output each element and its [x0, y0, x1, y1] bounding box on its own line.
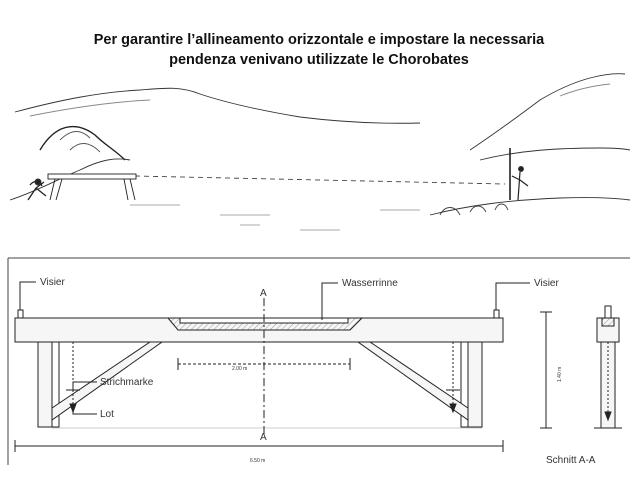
- label-lot: Lot: [100, 409, 114, 420]
- reeds-right: [439, 203, 509, 216]
- mountain-left: [14, 87, 421, 124]
- caption-line-2: pendenza venivano utilizzate le Chorobat…: [169, 52, 469, 68]
- shore-right: [429, 197, 631, 216]
- label-dim-total: 6.50 m: [250, 458, 265, 464]
- brace-right: [356, 341, 469, 421]
- mountain-left-shade: [29, 99, 151, 117]
- landscape-sketch: [9, 73, 631, 231]
- leg-right-inner: [460, 341, 469, 428]
- leg-right: [467, 341, 483, 428]
- leg-left: [37, 341, 53, 428]
- hill-right: [479, 147, 631, 161]
- staff-holder-figure: [511, 171, 529, 201]
- label-section-a-bottom: A: [260, 432, 267, 443]
- section-visier: [604, 305, 612, 319]
- plumb-bob-right: [449, 403, 457, 414]
- leader-strichmarke: [72, 381, 97, 390]
- chorobates-field-top: [47, 173, 137, 180]
- visier-left-post: [17, 309, 24, 319]
- rocks-left-2: [59, 131, 101, 153]
- label-visier-left: Visier: [40, 277, 65, 288]
- label-section-a-top: A: [260, 288, 267, 299]
- rocks-left: [39, 125, 126, 161]
- visier-right-post: [493, 309, 500, 319]
- label-strichmarke: Strichmarke: [100, 377, 154, 388]
- section-channel: [601, 317, 615, 327]
- leader-visier-right: [495, 282, 530, 310]
- mountain-right-ridge: [559, 83, 611, 97]
- leader-visier-left: [19, 281, 36, 310]
- label-dim-height: 1.40 m: [557, 367, 563, 382]
- sight-line: [134, 175, 506, 185]
- brace-left: [51, 341, 164, 421]
- label-wasserrinne: Wasserrinne: [342, 278, 398, 289]
- water-strokes: [130, 204, 420, 231]
- technical-drawing: [7, 257, 630, 465]
- label-schnitt: Schnitt A-A: [546, 455, 596, 466]
- plumb-bob-left: [69, 403, 77, 414]
- label-dim-channel: 2.00 m: [232, 366, 247, 372]
- shore-left: [9, 158, 131, 201]
- leader-lot: [72, 412, 97, 415]
- leader-wasserrinne: [321, 282, 338, 320]
- label-visier-right: Visier: [534, 278, 559, 289]
- leg-left-inner: [51, 341, 60, 428]
- caption-line-1: Per garantire l’allineamento orizzontale…: [93, 32, 545, 48]
- caption: Per garantire l’allineamento orizzontale…: [0, 30, 638, 70]
- mountain-right: [469, 73, 626, 151]
